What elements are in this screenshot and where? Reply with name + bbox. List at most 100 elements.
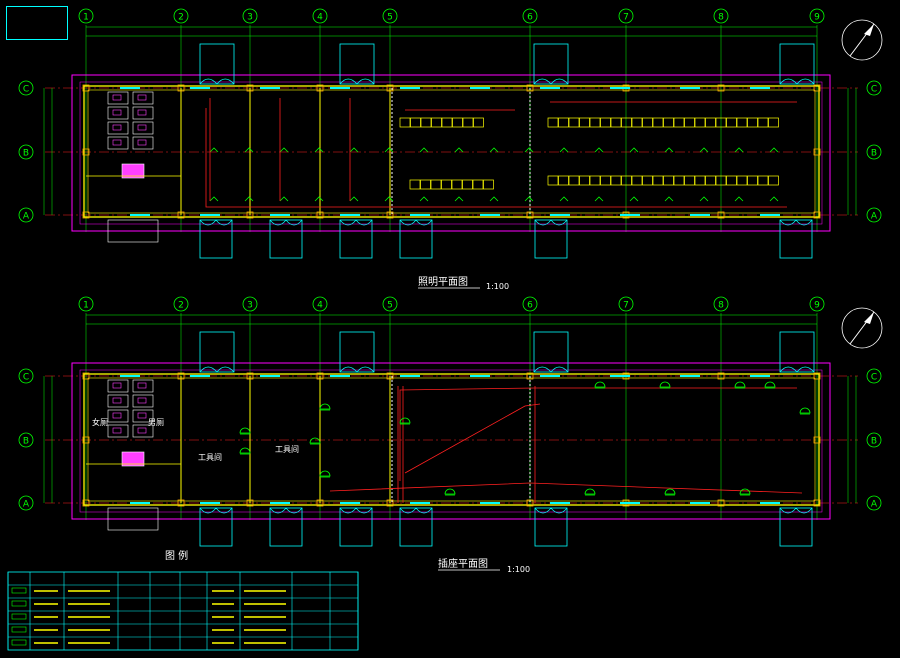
lighting-plan-title: 照明平面图 <box>418 276 468 288</box>
row-label-right-A: A <box>871 500 878 510</box>
light-fixture <box>726 117 737 128</box>
light-fixture <box>694 117 706 128</box>
bottom-bay-3 <box>399 219 433 259</box>
light-fixture <box>558 117 569 128</box>
row-bubble-right-B <box>866 144 882 160</box>
toilet-stall <box>107 136 129 150</box>
light-fixture <box>652 117 664 128</box>
column-3-2 <box>316 211 324 219</box>
light-fixture <box>747 175 758 186</box>
switch-symbol <box>769 196 779 202</box>
switch-symbol <box>349 147 359 153</box>
toilet-fixture <box>112 412 122 419</box>
column-2-2 <box>246 499 254 507</box>
entry-step <box>107 507 159 531</box>
row-label-left-B: B <box>23 437 29 447</box>
legend-symbol <box>11 626 27 633</box>
column-1-0 <box>177 372 185 380</box>
light-fixture <box>420 179 431 190</box>
switch-symbol <box>664 196 674 202</box>
column-0-1 <box>82 148 90 156</box>
socket-symbol <box>594 381 606 388</box>
light-fixture <box>663 175 674 186</box>
toilet-stall <box>132 409 154 423</box>
row-bubble-right-A <box>866 495 882 511</box>
socket-symbol <box>444 488 456 495</box>
light-fixture <box>663 117 674 128</box>
column-8-1 <box>813 148 821 156</box>
column-2-2 <box>246 211 254 219</box>
legend-symbol <box>11 639 27 646</box>
toilet-stall <box>132 394 154 408</box>
light-fixture <box>558 175 569 186</box>
light-fixture <box>547 175 559 186</box>
light-fixture <box>589 175 601 186</box>
light-fixture <box>547 117 559 128</box>
entry-step <box>107 219 159 243</box>
axis-label-2: 2 <box>178 13 184 23</box>
switch-symbol <box>279 147 289 153</box>
room-label-men: 男厕 <box>148 418 164 427</box>
switch-symbol <box>629 147 639 153</box>
axis-bubble-4 <box>312 296 328 312</box>
inner-frame <box>79 81 823 225</box>
column-3-0 <box>316 84 324 92</box>
top-bay-0 <box>199 43 235 85</box>
top-bay-2 <box>533 331 569 373</box>
axis-label-3: 3 <box>247 13 253 23</box>
switch-symbol <box>279 196 289 202</box>
bottom-bay-1 <box>269 219 303 259</box>
legend-title: 图 例 <box>165 549 188 562</box>
light-fixture <box>579 175 590 186</box>
column-3-0 <box>316 372 324 380</box>
switch-symbol <box>419 196 429 202</box>
column-8-2 <box>813 499 821 507</box>
switch-symbol <box>454 196 464 202</box>
column-0-0 <box>82 372 90 380</box>
bottom-bay-swing-1 <box>269 507 303 514</box>
column-8-1 <box>813 436 821 444</box>
toilet-stall <box>132 106 154 120</box>
bottom-bay-5 <box>779 219 813 259</box>
axis-bubble-5 <box>382 296 398 312</box>
toilet-stall <box>132 379 154 393</box>
socket-plan-scale: 1:100 <box>507 565 530 574</box>
room-label-tool-2: 工具间 <box>275 445 299 454</box>
row-bubble-left-B <box>18 144 34 160</box>
north-arrow-head <box>864 24 874 36</box>
toilet-fixture <box>112 382 122 389</box>
axis-label-7: 7 <box>623 301 629 311</box>
switch-symbol <box>454 147 464 153</box>
light-fixture <box>684 175 695 186</box>
outer-frame <box>71 74 831 232</box>
toilet-stall <box>107 121 129 135</box>
toilet-stall <box>107 106 129 120</box>
bottom-bay-4 <box>534 507 568 547</box>
light-fixture <box>441 179 452 190</box>
north-arrow-circle <box>841 19 883 61</box>
axis-bubble-6 <box>522 8 538 24</box>
bottom-bay-swing-1 <box>269 219 303 226</box>
switch-symbol <box>489 147 499 153</box>
top-bay-3 <box>779 331 815 373</box>
light-fixture <box>631 117 643 128</box>
axis-label-5: 5 <box>387 13 393 23</box>
switch-symbol <box>699 147 709 153</box>
column-0-2 <box>82 211 90 219</box>
switch-symbol <box>734 196 744 202</box>
north-arrow-circle <box>841 307 883 349</box>
socket-symbol <box>799 407 811 414</box>
socket-symbol <box>734 381 746 388</box>
switch-symbol <box>349 196 359 202</box>
top-bay-1 <box>339 331 375 373</box>
room-label-women: 女厕 <box>92 417 108 427</box>
notes-box <box>6 6 68 40</box>
axis-label-7: 7 <box>623 13 629 23</box>
toilet-stall <box>107 424 129 438</box>
inner-frame <box>79 369 823 513</box>
switch-symbol <box>734 147 744 153</box>
column-8-0 <box>813 372 821 380</box>
column-4-0 <box>386 372 394 380</box>
column-0-0 <box>82 84 90 92</box>
